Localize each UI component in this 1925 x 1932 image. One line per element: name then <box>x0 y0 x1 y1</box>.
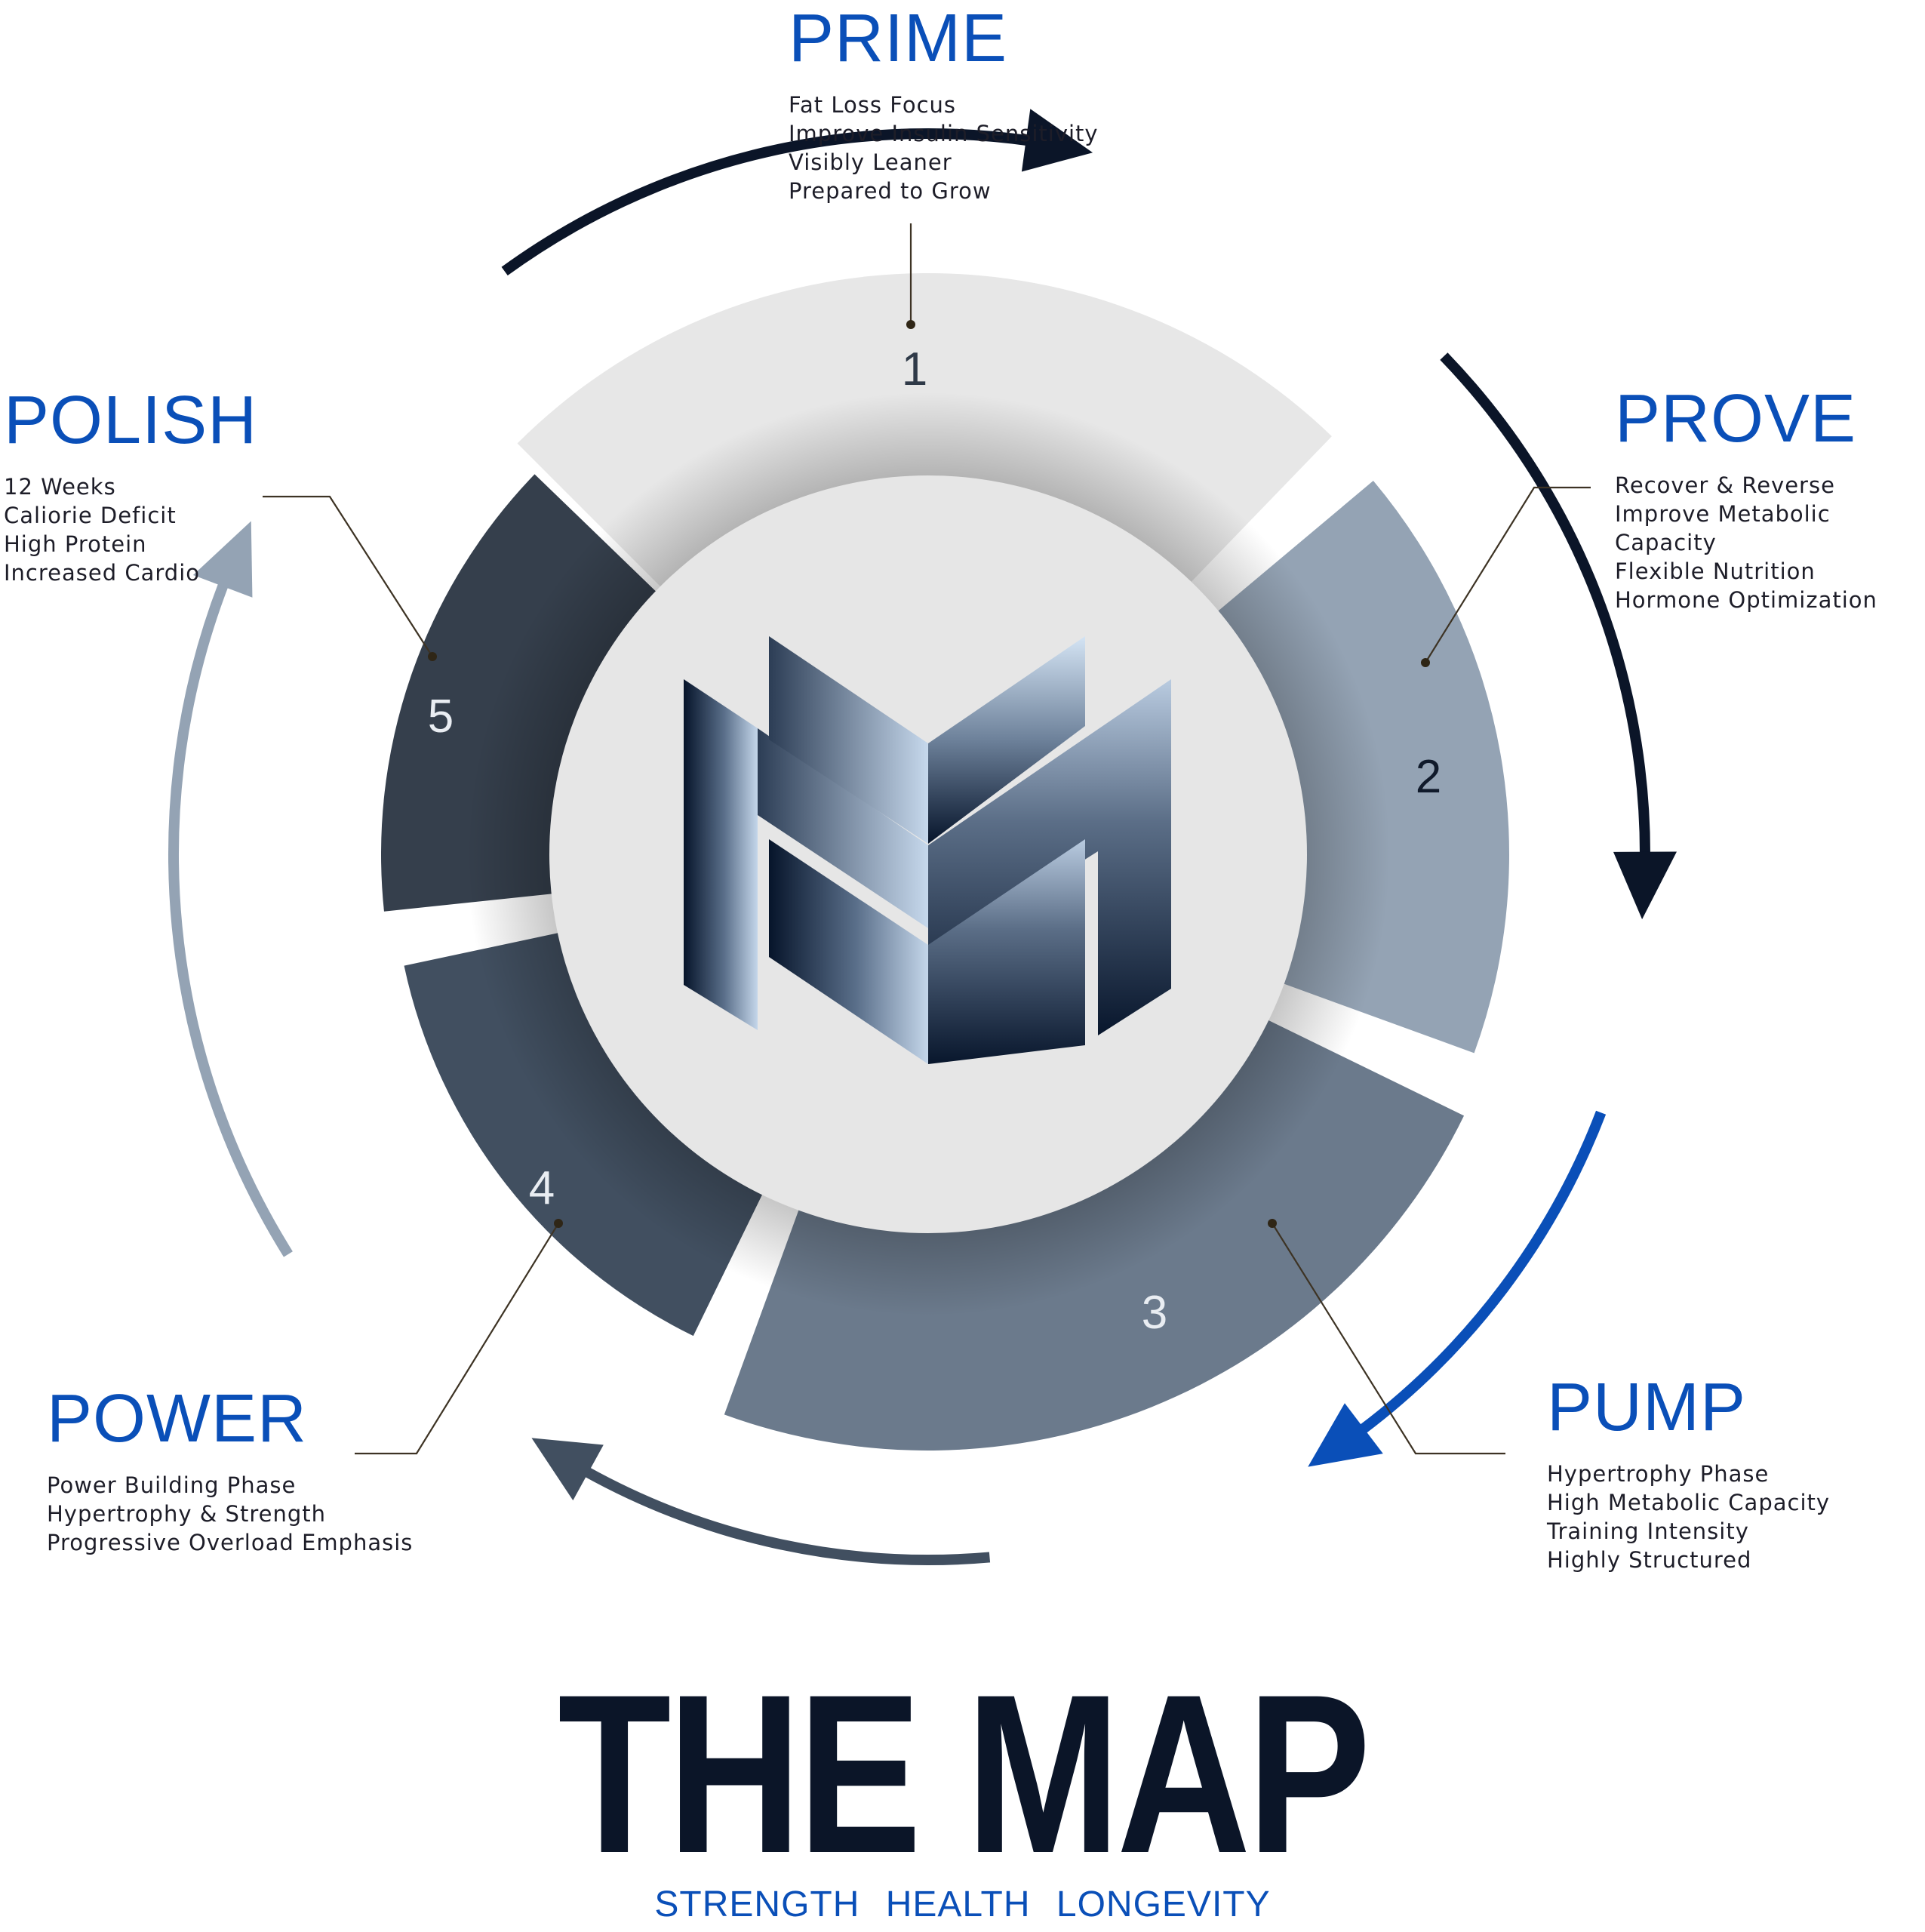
tagline: STRENGTH HEALTH LONGEVITY <box>654 1884 1271 1924</box>
list-item: Hormone Optimization <box>1615 587 1877 613</box>
list-item: Caliorie Deficit <box>4 503 177 528</box>
phase-list: 12 Weeks Caliorie Deficit High Protein I… <box>4 472 257 587</box>
flow-arrow-head <box>531 1438 604 1501</box>
list-item: Hypertrophy & Strength <box>47 1501 326 1527</box>
list-item: Highly Structured <box>1547 1547 1752 1573</box>
leader-dot <box>1421 658 1430 667</box>
segment-number: 3 <box>1142 1287 1167 1339</box>
flow-arrow-shaft <box>1440 352 1650 855</box>
list-item: Progressive Overload Emphasis <box>47 1530 414 1555</box>
list-item: Training Intensity <box>1547 1518 1749 1544</box>
list-item: Flexible Nutrition <box>1615 558 1816 584</box>
flow-arrow-head <box>192 521 253 598</box>
list-item: 12 Weeks <box>4 474 116 500</box>
page-title: THE MAP <box>558 1647 1370 1900</box>
list-item: Improve Metabolic Capacity <box>1615 501 1831 555</box>
segment-number: 2 <box>1416 751 1441 803</box>
segment-number: 4 <box>529 1162 555 1214</box>
phase-title: POWER <box>47 1381 308 1457</box>
segment-numbers: 1 2 3 4 5 <box>428 343 1441 1339</box>
flow-arrow-shaft <box>168 582 293 1257</box>
phase-title: PUMP <box>1547 1370 1747 1445</box>
list-item: Hypertrophy Phase <box>1547 1461 1770 1487</box>
phase-list: Power Building Phase Hypertrophy & Stren… <box>47 1471 413 1557</box>
segment-number: 1 <box>902 343 927 395</box>
segment-number: 5 <box>428 691 454 743</box>
phase-polish: POLISH 12 Weeks Caliorie Deficit High Pr… <box>4 386 257 587</box>
flow-arrow-shaft <box>583 1466 991 1565</box>
flow-arrow-shaft <box>1358 1110 1607 1435</box>
phase-list: Hypertrophy Phase High Metabolic Capacit… <box>1547 1460 1830 1574</box>
phase-title: POLISH <box>4 383 258 458</box>
phase-title: PROVE <box>1615 381 1857 457</box>
leader-line <box>355 1223 559 1455</box>
leader-dot <box>906 320 915 329</box>
list-item: Power Building Phase <box>47 1472 297 1498</box>
list-item: Increased Cardio <box>4 560 200 586</box>
leader-dot <box>554 1219 563 1228</box>
leader-lines <box>263 223 1591 1455</box>
flow-arrow-head <box>1021 109 1093 172</box>
flow-arrow-head <box>1308 1403 1383 1467</box>
flow-arrows <box>168 109 1677 1565</box>
phase-prove: PROVE Recover & Reverse Improve Metaboli… <box>1615 385 1925 614</box>
list-item: Prepared to Grow <box>789 178 992 204</box>
leader-line <box>263 495 433 657</box>
list-item: Improve Insulin Sensitivity <box>789 121 1099 146</box>
phase-list: Recover & Reverse Improve Metabolic Capa… <box>1615 471 1925 614</box>
leader-line <box>1272 1223 1505 1455</box>
list-item: High Protein <box>4 531 147 557</box>
flow-arrow-head <box>1613 851 1677 920</box>
phase-list: Fat Loss Focus Improve Insulin Sensitivi… <box>789 91 1099 205</box>
phase-prime: PRIME Fat Loss Focus Improve Insulin Sen… <box>789 5 1099 205</box>
brand-logo <box>684 636 1171 1064</box>
flow-arrow-shaft <box>501 128 1029 276</box>
list-item: Recover & Reverse <box>1615 472 1835 498</box>
phase-pump: PUMP Hypertrophy Phase High Metabolic Ca… <box>1547 1374 1830 1574</box>
list-item: Visibly Leaner <box>789 149 952 175</box>
phase-title: PRIME <box>789 1 1008 76</box>
leader-dot <box>428 652 437 661</box>
phase-power: POWER Power Building Phase Hypertrophy &… <box>47 1385 413 1557</box>
list-item: Fat Loss Focus <box>789 92 957 118</box>
leader-dot <box>1268 1219 1277 1228</box>
list-item: High Metabolic Capacity <box>1547 1490 1831 1515</box>
leader-line <box>1425 486 1591 663</box>
